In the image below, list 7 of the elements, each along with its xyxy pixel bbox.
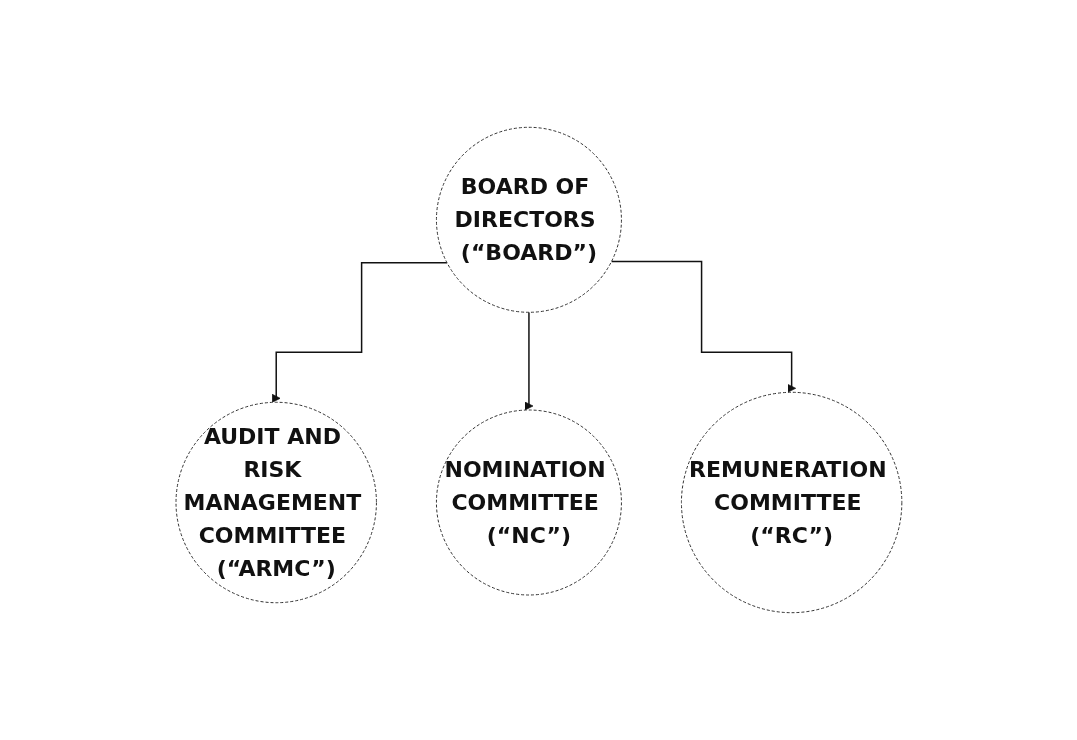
arrow xyxy=(610,260,796,393)
arrow xyxy=(524,311,533,411)
node-circle: NOMINATION COMMITTEE (“NC”) xyxy=(435,409,622,596)
node-circle: BOARD OF DIRECTORS (“BOARD”) xyxy=(435,126,622,313)
node-circle: REMUNERATION COMMITTEE (“RC”) xyxy=(680,391,902,614)
arrow xyxy=(271,262,448,403)
node-circle: AUDIT AND RISK MANAGEMENT COMMITTEE (“ARMC”) xyxy=(175,401,377,604)
